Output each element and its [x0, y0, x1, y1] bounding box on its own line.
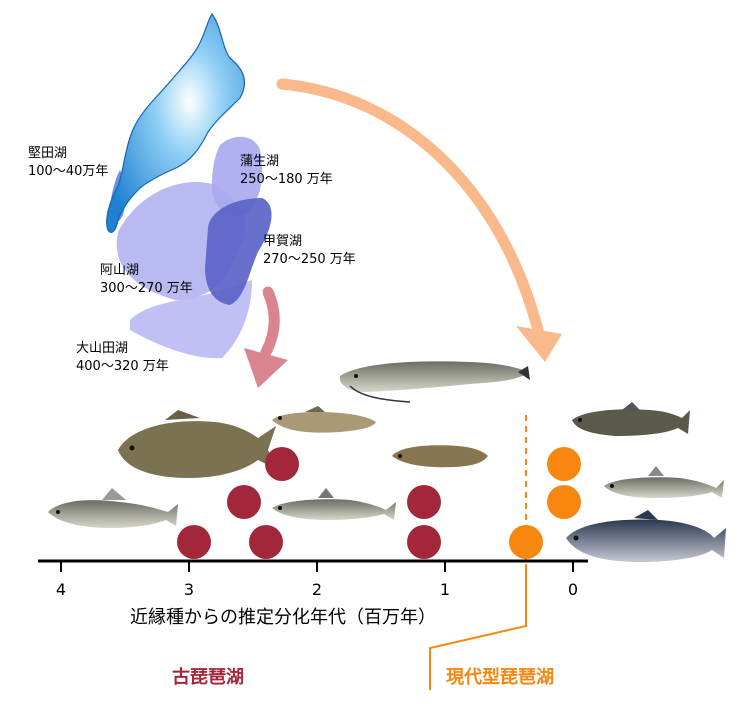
ancient-dot	[227, 485, 261, 519]
lake-name: 甲賀湖	[263, 234, 303, 249]
lake-name: 蒲生湖	[240, 154, 280, 169]
ancient-arrowhead	[244, 348, 288, 388]
modern-bracket-line	[429, 564, 527, 690]
lake-biwa-map	[106, 12, 245, 233]
ancient-dot	[265, 447, 299, 481]
ayama-lake-label: 阿山湖 300〜270 万年	[100, 262, 193, 298]
gudgeon-icon	[272, 488, 396, 520]
axis-title: 近縁種からの推定分化年代（百万年）	[130, 607, 436, 628]
crucian-carp-icon	[118, 410, 278, 478]
lake-name: 阿山湖	[100, 263, 140, 278]
tick-label: 4	[55, 580, 67, 599]
lake-name: 堅田湖	[28, 146, 68, 161]
modern-dots	[509, 447, 581, 559]
katata-lake-label: 堅田湖 100〜40万年	[28, 145, 108, 181]
ancient-dot	[249, 525, 283, 559]
modern-dot	[547, 447, 581, 481]
tick-label: 0	[567, 580, 579, 599]
ancient-dot	[407, 525, 441, 559]
dace-icon	[48, 488, 178, 528]
modern-biwa-label: 現代型琵琶湖	[446, 667, 554, 688]
ancient-arrow-shaft	[260, 286, 280, 358]
salmon-icon	[566, 510, 726, 562]
ancient-dot	[407, 485, 441, 519]
modern-dot	[547, 485, 581, 519]
ayu-icon	[604, 466, 724, 498]
modern-arrowhead	[516, 326, 562, 362]
lake-age: 270〜250 万年	[263, 252, 356, 267]
catfish-icon	[339, 361, 530, 403]
sculpin-icon	[392, 445, 488, 468]
goby-icon	[272, 406, 376, 433]
lake-name: 大山田湖	[76, 341, 129, 356]
koka-lake	[205, 198, 272, 305]
tick-label: 1	[439, 580, 451, 599]
chub-icon	[572, 402, 690, 436]
tick-label: 3	[183, 580, 195, 599]
lake-age: 300〜270 万年	[100, 281, 193, 296]
oyamada-lake-label: 大山田湖 400〜320 万年	[76, 340, 169, 376]
koka-lake-label: 甲賀湖 270〜250 万年	[263, 233, 356, 269]
lake-age: 100〜40万年	[28, 164, 109, 179]
lake-age: 250〜180 万年	[240, 172, 333, 187]
gamo-lake	[211, 136, 263, 216]
lake-age: 400〜320 万年	[76, 359, 169, 374]
ancient-dot	[177, 525, 211, 559]
axis-ticks	[60, 561, 574, 572]
modern-arrow-shaft	[276, 78, 544, 336]
tick-label: 2	[311, 580, 323, 599]
ancient-dots	[177, 447, 441, 559]
modern-dot	[509, 525, 543, 559]
ancient-biwa-label: 古琵琶湖	[172, 667, 244, 688]
gamo-lake-label: 蒲生湖 250〜180 万年	[240, 153, 333, 189]
